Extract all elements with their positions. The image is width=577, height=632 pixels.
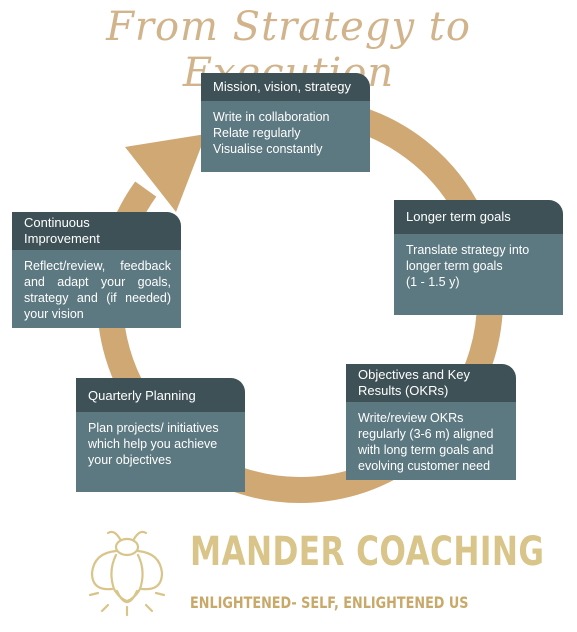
box-okrs-line: evolving customer need [358, 459, 491, 473]
box-quarterly-header: Quarterly Planning [76, 378, 245, 412]
box-mission-line: Relate regularly [213, 126, 301, 140]
box-okrs: Objectives and Key Results (OKRs) Write/… [346, 364, 516, 480]
box-longer-term-line: longer term goals [406, 259, 503, 273]
box-continuous-improvement: Continuous Improvement Reflect/review, f… [12, 212, 181, 328]
box-quarterly-body: Plan projects/ initiatives which help yo… [76, 412, 245, 492]
box-mission-line: Visualise constantly [213, 142, 323, 156]
box-longer-term-body: Translate strategy into longer term goal… [394, 234, 563, 315]
box-mission-line: Write in collaboration [213, 110, 330, 124]
firefly-logo-icon [88, 530, 166, 617]
box-continuous-header: Continuous Improvement [12, 212, 181, 250]
box-quarterly-line: which help you achieve [88, 437, 218, 451]
box-okrs-line: with long term goals and [358, 443, 494, 457]
brand-tagline: ENLIGHTENED- SELF, ENLIGHTENED US [190, 593, 469, 612]
box-okrs-header-line: Results (OKRs) [358, 383, 449, 398]
box-okrs-body: Write/review OKRs regularly (3-6 m) alig… [346, 402, 516, 480]
cycle-arrowhead-icon [125, 134, 206, 212]
box-okrs-header: Objectives and Key Results (OKRs) [346, 364, 516, 402]
box-mission: Mission, vision, strategy Write in colla… [201, 73, 370, 172]
box-longer-term-line: (1 - 1.5 y) [406, 275, 460, 289]
box-quarterly-line: Plan projects/ initiatives [88, 421, 219, 435]
box-okrs-line: regularly (3-6 m) aligned [358, 427, 494, 441]
box-longer-term-goals: Longer term goals Translate strategy int… [394, 200, 563, 315]
box-continuous-header-line: Continuous [24, 215, 90, 230]
brand-name: MANDER COACHING [190, 529, 545, 575]
box-okrs-line: Write/review OKRs [358, 411, 464, 425]
box-mission-header: Mission, vision, strategy [201, 73, 370, 101]
box-continuous-header-line: Improvement [24, 231, 100, 246]
box-okrs-header-line: Objectives and Key [358, 367, 471, 382]
box-quarterly-planning: Quarterly Planning Plan projects/ initia… [76, 378, 245, 492]
box-longer-term-header: Longer term goals [394, 200, 563, 234]
box-quarterly-line: your objectives [88, 453, 172, 467]
box-continuous-body: Reflect/review, feedback and adapt your … [12, 250, 181, 328]
box-longer-term-line: Translate strategy into [406, 243, 530, 257]
box-mission-body: Write in collaboration Relate regularly … [201, 101, 370, 172]
